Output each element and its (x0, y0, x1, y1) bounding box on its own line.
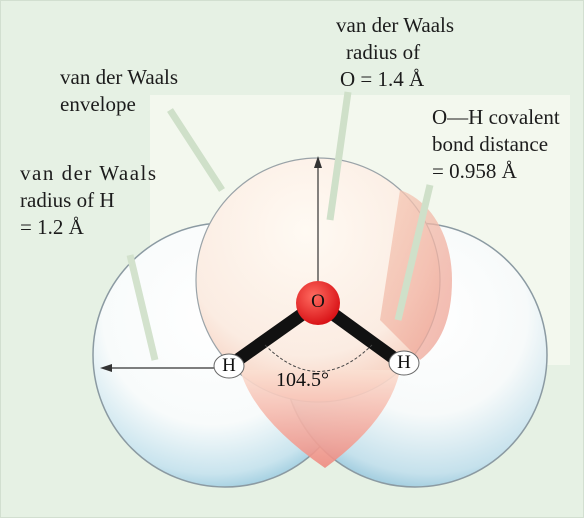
oxygen-radius-arrowhead (314, 156, 322, 168)
hydrogen-right-atom (388, 350, 420, 376)
oxygen-atom (296, 281, 340, 325)
label-vdw-radius-hydrogen: van der Waals radius of H = 1.2 Å (20, 161, 158, 239)
hydrogen-right-symbol: H (397, 352, 411, 373)
oxygen-leader (326, 91, 352, 221)
bond-leader (394, 184, 434, 321)
envelope-leader (167, 108, 225, 192)
hydrogen-leader (126, 254, 159, 361)
label-vdw-envelope: van der Waals envelope (60, 65, 179, 116)
oxygen-symbol: O (311, 291, 325, 312)
lone-pair-region (240, 370, 400, 468)
hydrogen-left-symbol: H (222, 355, 236, 376)
hydrogen-left-atom (213, 353, 245, 379)
hydrogen-radius-arrowhead (100, 364, 112, 372)
label-vdw-radius-oxygen: van der Waals radius of O = 1.4 Å (336, 13, 455, 91)
bond-angle-value: 104.5° (276, 369, 329, 391)
bond-angle-arc (264, 344, 373, 372)
label-oh-bond-distance: O—H covalent bond distance = 0.958 Å (432, 105, 560, 183)
